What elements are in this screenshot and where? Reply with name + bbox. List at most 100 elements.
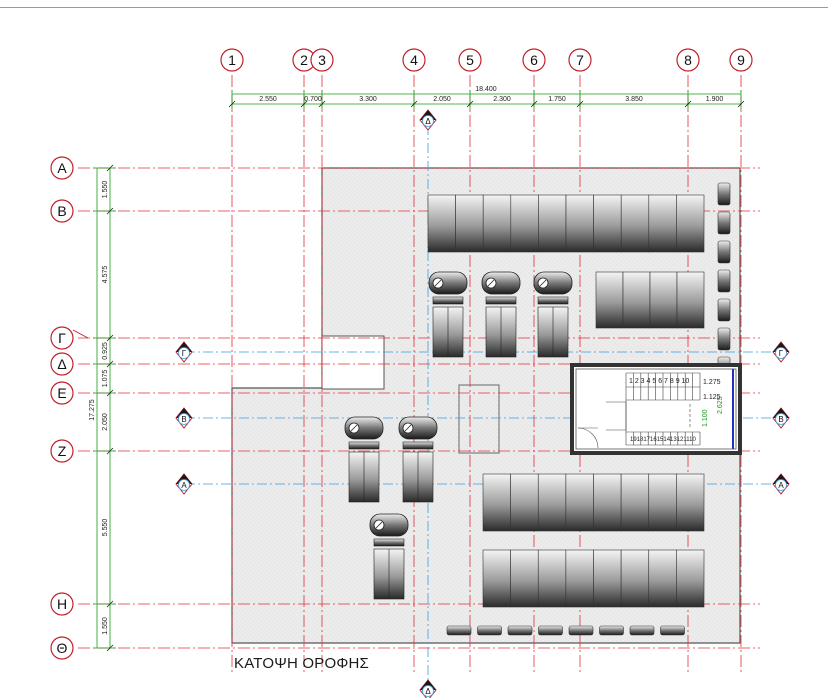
stair-steps-lower: 19181716151413121110 bbox=[630, 437, 697, 443]
stair-core: 1 2 3 4 5 6 7 8 9 10 1918171615141312111… bbox=[570, 363, 742, 455]
ac-unit bbox=[622, 271, 651, 329]
svg-text:Δ: Δ bbox=[57, 356, 66, 372]
row-bubble-0: Α bbox=[50, 156, 74, 180]
ac-unit bbox=[649, 271, 678, 329]
dim-row-6: 1.550 bbox=[102, 617, 109, 635]
small-unit bbox=[568, 625, 594, 636]
small-unit bbox=[507, 625, 533, 636]
column-bubble-8: 8 bbox=[676, 48, 700, 72]
row-bubbles: Α Β ΓΔΕ Ζ Η Θ bbox=[50, 156, 89, 660]
svg-text:Ε: Ε bbox=[57, 385, 66, 401]
dim-row-0: 1.550 bbox=[102, 181, 109, 199]
svg-text:Α: Α bbox=[778, 481, 784, 490]
plan-title: ΚΑΤΟΨΗ ΟΡΟΦΗΣ bbox=[234, 655, 369, 672]
wall-unit bbox=[717, 240, 731, 264]
ac-unit bbox=[537, 549, 567, 608]
ac-row-lower-2 bbox=[482, 549, 705, 608]
svg-text:Γ: Γ bbox=[58, 330, 66, 346]
fan-unit-5 bbox=[398, 416, 438, 503]
ac-unit bbox=[537, 473, 567, 532]
svg-text:1: 1 bbox=[228, 52, 236, 68]
ac-unit bbox=[648, 549, 677, 608]
ac-unit bbox=[427, 194, 456, 253]
dim-col-6: 3.850 bbox=[625, 96, 643, 103]
dim-total-width: 18.400 bbox=[475, 86, 497, 93]
wall-unit bbox=[717, 298, 731, 322]
section-marker-alpha-right: Α bbox=[772, 473, 790, 495]
dim-col-2: 3.300 bbox=[359, 96, 377, 103]
opening-left bbox=[321, 335, 385, 390]
column-bubble-1: 1 bbox=[220, 48, 244, 72]
stair-steps-upper: 1 2 3 4 5 6 7 8 9 10 bbox=[629, 378, 689, 385]
dimension-chain-top: 18.400 2.550 0.700 3.300 2.050 2.300 1.750 3.85… bbox=[228, 86, 745, 110]
dim-col-3: 2.050 bbox=[433, 96, 451, 103]
ac-unit bbox=[620, 549, 650, 608]
svg-text:Β: Β bbox=[181, 415, 186, 424]
dim-col-1: 0.700 bbox=[304, 96, 322, 103]
ac-unit bbox=[510, 549, 539, 608]
svg-text:Ζ: Ζ bbox=[58, 443, 67, 459]
row-bubble-4: Ε bbox=[50, 381, 74, 405]
ac-unit bbox=[648, 473, 677, 532]
ac-unit bbox=[676, 271, 705, 329]
dim-row-2: 0.925 bbox=[102, 342, 109, 360]
dim-col-5: 1.750 bbox=[548, 96, 566, 103]
raised-box bbox=[458, 384, 500, 454]
ac-unit bbox=[538, 194, 567, 253]
svg-text:Δ: Δ bbox=[425, 117, 431, 126]
ac-unit bbox=[510, 194, 539, 253]
ac-unit bbox=[482, 473, 511, 532]
row-bubble-5: Ζ bbox=[50, 439, 74, 463]
ac-unit bbox=[648, 194, 677, 253]
svg-text:4: 4 bbox=[410, 52, 418, 68]
dimension-chain-left: 17.2751.5504.5750.9251.0752.0505.5501.55… bbox=[89, 164, 116, 652]
small-unit bbox=[477, 625, 502, 636]
wall-unit bbox=[717, 327, 731, 351]
ac-unit bbox=[620, 194, 650, 253]
svg-text:Β: Β bbox=[57, 203, 66, 219]
row-bubble-7: Θ bbox=[50, 636, 74, 660]
svg-text:3: 3 bbox=[318, 52, 326, 68]
svg-text:7: 7 bbox=[576, 52, 584, 68]
wall-unit bbox=[717, 182, 731, 206]
ac-unit bbox=[676, 194, 705, 253]
dim-col-0: 2.550 bbox=[259, 96, 277, 103]
svg-text:Δ: Δ bbox=[425, 687, 431, 696]
svg-text:Α: Α bbox=[181, 481, 187, 490]
wall-unit bbox=[717, 269, 731, 293]
column-bubble-7: 7 bbox=[568, 48, 592, 72]
ac-unit bbox=[595, 271, 624, 329]
ac-unit bbox=[593, 549, 622, 608]
top-border-line bbox=[0, 7, 828, 8]
svg-text:Θ: Θ bbox=[57, 640, 68, 656]
svg-text:2: 2 bbox=[300, 52, 308, 68]
ac-unit bbox=[565, 473, 594, 532]
ac-unit bbox=[676, 473, 705, 532]
stair-dim-c: 2.625 bbox=[717, 396, 724, 414]
ac-row-lower-1 bbox=[482, 473, 705, 532]
row-bubble-6: Η bbox=[50, 592, 74, 616]
column-bubble-4: 4 bbox=[402, 48, 426, 72]
svg-text:Β: Β bbox=[778, 415, 783, 424]
stair-dim-b: 1.125 bbox=[703, 394, 721, 401]
column-bubble-9: 9 bbox=[729, 48, 753, 72]
fan-unit-4 bbox=[344, 416, 384, 503]
svg-text:Γ: Γ bbox=[182, 349, 187, 358]
ac-unit bbox=[482, 549, 511, 608]
ac-unit bbox=[620, 473, 650, 532]
ac-unit bbox=[565, 194, 594, 253]
row-bubble-2: Γ bbox=[50, 326, 74, 350]
dim-col-4: 2.300 bbox=[493, 96, 511, 103]
ac-unit bbox=[510, 473, 539, 532]
section-marker-beta-right: Β bbox=[772, 407, 790, 429]
dim-col-7: 1.900 bbox=[706, 96, 724, 103]
dim-total-height: 17.275 bbox=[89, 399, 96, 421]
small-unit bbox=[446, 625, 472, 636]
ac-unit bbox=[482, 194, 512, 253]
fan-unit-2 bbox=[481, 271, 521, 358]
ac-unit bbox=[676, 549, 705, 608]
ac-unit bbox=[593, 194, 622, 253]
dim-row-5: 5.550 bbox=[102, 519, 109, 537]
